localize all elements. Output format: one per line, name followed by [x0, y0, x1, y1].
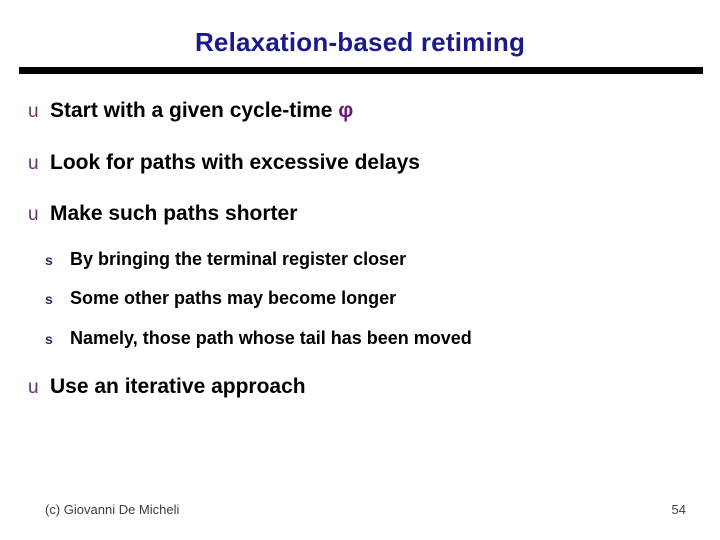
bullet-item: u Use an iterative approach	[28, 375, 306, 399]
sub-bullet-item: s Some other paths may become longer	[45, 288, 396, 309]
bullet-text-main: Start with a given cycle-time	[50, 99, 339, 122]
sub-bullet-text: Some other paths may become longer	[70, 288, 397, 308]
phi-symbol: φ	[338, 99, 354, 122]
bullet-text: Make such paths shorter	[50, 202, 298, 225]
bullet-text: Look for paths with excessive delays	[50, 151, 420, 174]
sub-bullet-text: By bringing the terminal register closer	[70, 249, 407, 269]
sub-bullet-text: Namely, those path whose tail has been m…	[70, 328, 472, 348]
bullet-text: Start with a given cycle-time φ	[50, 99, 353, 123]
title-divider-rule	[19, 67, 703, 74]
bullet-u-marker: u	[28, 153, 39, 174]
bullet-item: u Look for paths with excessive delays	[28, 151, 420, 175]
slide-title: Relaxation-based retiming	[194, 27, 526, 57]
bullet-text: Use an iterative approach	[50, 375, 306, 398]
bullet-item: u Start with a given cycle-time φ	[28, 99, 353, 123]
bullet-u-marker: u	[28, 204, 39, 225]
bullet-s-marker: s	[45, 291, 53, 307]
bullet-s-marker: s	[45, 331, 53, 347]
bullet-s-marker: s	[45, 252, 53, 268]
bullet-u-marker: u	[28, 101, 39, 122]
sub-bullet-item: s By bringing the terminal register clos…	[45, 249, 406, 270]
sub-bullet-item: s Namely, those path whose tail has been…	[45, 328, 472, 349]
bullet-item: u Make such paths shorter	[28, 202, 297, 226]
footer-page-number: 54	[671, 502, 686, 517]
footer-credit: (c) Giovanni De Micheli	[45, 502, 180, 517]
bullet-u-marker: u	[28, 377, 39, 398]
